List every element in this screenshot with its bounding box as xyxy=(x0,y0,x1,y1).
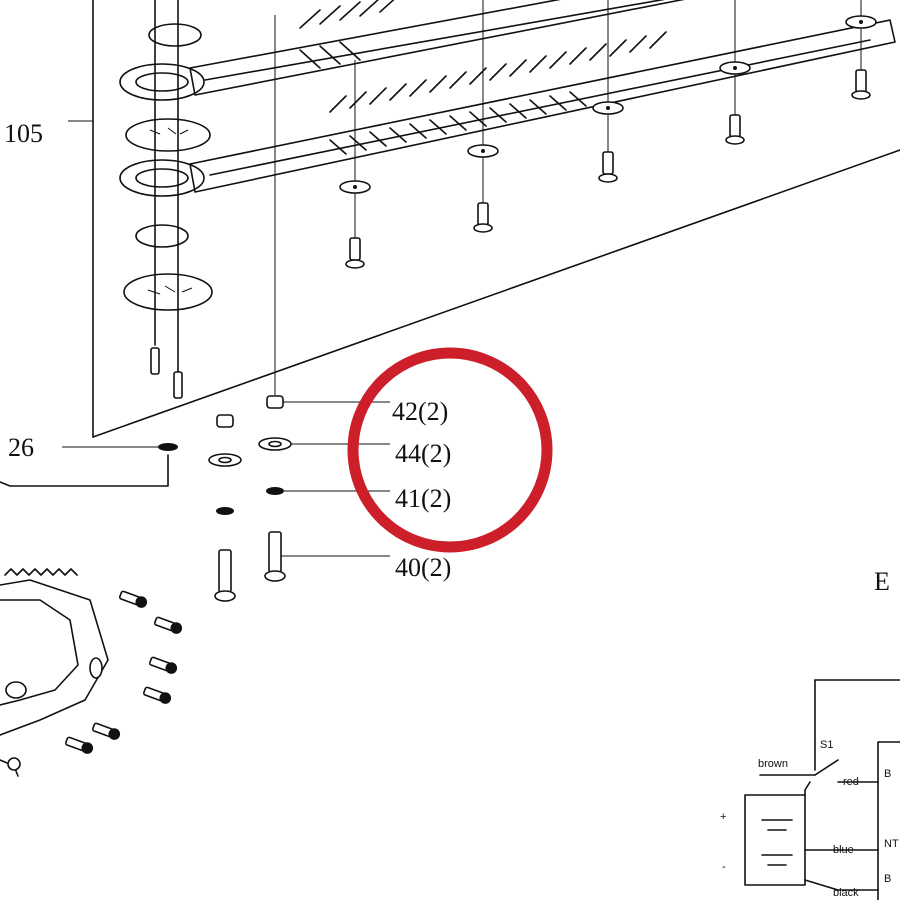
housing-screws xyxy=(64,590,183,754)
guide-plate-stack xyxy=(123,0,213,399)
blade-screws xyxy=(274,0,877,395)
terminal-label-3: B xyxy=(884,873,891,885)
part-41-nut xyxy=(266,487,284,495)
lower-blade xyxy=(119,19,896,197)
highlight-circle xyxy=(347,347,553,553)
handle-housing xyxy=(0,568,109,777)
part-40-bolt xyxy=(268,531,282,573)
part-labels: 105 26 42(2) 44(2) 41(2) 40(2) E xyxy=(4,119,890,596)
label-26: 26 xyxy=(8,433,34,462)
wire-label-red: red xyxy=(843,776,859,788)
polarity-plus: + xyxy=(720,811,726,823)
blade-panel-frame xyxy=(92,0,900,438)
label-44: 44(2) xyxy=(395,439,451,468)
label-42: 42(2) xyxy=(392,397,448,426)
label-105: 105 xyxy=(4,119,43,148)
label-40: 40(2) xyxy=(395,553,451,582)
polarity-minus: - xyxy=(722,861,726,873)
part-26-marker xyxy=(158,443,178,451)
wire-label-black: black xyxy=(833,887,859,899)
fastener-group xyxy=(158,395,292,602)
wire-label-brown: brown xyxy=(758,758,788,770)
part-44-washer xyxy=(258,437,292,451)
wire-label-blue: blue xyxy=(833,844,854,856)
wiring-diagram: S1 brown red blue black B NT B + - xyxy=(720,679,900,900)
upper-blade xyxy=(119,0,685,101)
terminal-label-1: B xyxy=(884,768,891,780)
section-label: E xyxy=(874,567,890,596)
label-41: 41(2) xyxy=(395,484,451,513)
leader-lines xyxy=(0,120,390,557)
switch-label: S1 xyxy=(820,739,833,751)
part-42-spacer xyxy=(266,395,284,409)
terminal-label-2: NT xyxy=(884,838,899,850)
